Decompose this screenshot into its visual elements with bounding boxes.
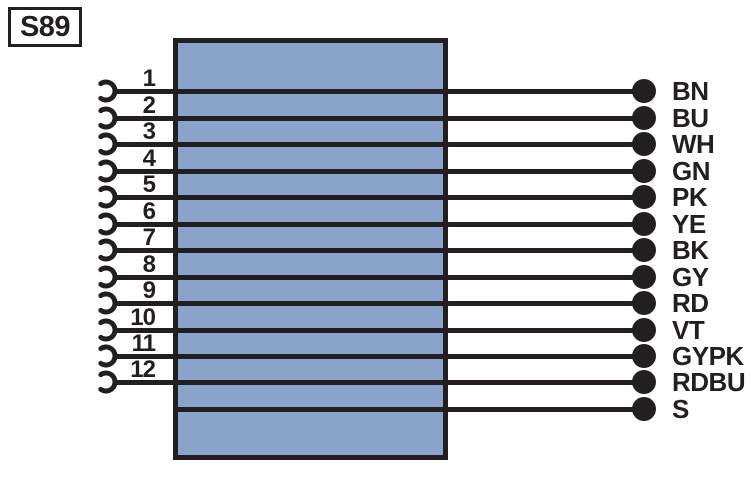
wire-row: 4 GN — [0, 147, 750, 186]
terminal-dot-icon — [632, 159, 656, 183]
wire-color-label: BN — [672, 76, 709, 106]
terminal-dot-icon — [632, 370, 656, 394]
terminal-dot-icon — [632, 291, 656, 315]
pin-number: 1 — [142, 65, 156, 92]
terminal-dot-icon — [632, 344, 656, 368]
wire-line — [115, 88, 644, 94]
wire-color-label: GYPK — [672, 341, 744, 371]
wire-row: 7 BK — [0, 226, 750, 265]
pin-number: 7 — [142, 224, 156, 251]
wire-row: 2 BU — [0, 94, 750, 133]
wire-line — [115, 379, 644, 385]
terminal-dot-icon — [632, 397, 656, 421]
wire-color-label: YE — [672, 209, 706, 239]
wire-color-label: RD — [672, 288, 709, 318]
wire-line — [115, 353, 644, 359]
wire-color-label: GY — [672, 262, 709, 292]
connector-id-badge: S89 — [8, 7, 82, 47]
pin-number: 2 — [142, 92, 156, 119]
pin-number: 12 — [130, 356, 156, 383]
wire-line — [115, 247, 644, 253]
terminal-dot-icon — [632, 106, 656, 130]
wire-line — [115, 221, 644, 227]
wire-line — [173, 406, 644, 412]
pin-number: 6 — [142, 198, 156, 225]
wire-color-label: BU — [672, 103, 709, 133]
wire-row: 10 VT — [0, 306, 750, 345]
wire-row: 1 BN — [0, 67, 750, 106]
wire-line — [115, 194, 644, 200]
wire-line — [115, 141, 644, 147]
wire-color-label: GN — [672, 156, 711, 186]
pin-number: 11 — [131, 330, 156, 357]
wire-line — [115, 115, 644, 121]
terminal-dot-icon — [632, 132, 656, 156]
wire-row: S — [0, 394, 750, 424]
wire-row: 11 GYPK — [0, 332, 750, 371]
wire-row: 9 RD — [0, 279, 750, 318]
terminal-dot-icon — [632, 238, 656, 262]
wire-line — [115, 274, 644, 280]
terminal-dot-icon — [632, 185, 656, 209]
wire-line — [115, 327, 644, 333]
wire-color-label: PK — [672, 182, 708, 212]
wire-row: 3 WH — [0, 120, 750, 159]
pin-number: 9 — [142, 277, 156, 304]
wire-color-label: BK — [672, 235, 709, 265]
terminal-dot-icon — [632, 212, 656, 236]
terminal-dot-icon — [632, 318, 656, 342]
wire-line — [115, 300, 644, 306]
pin-number: 8 — [142, 251, 156, 278]
pin-number: 10 — [130, 304, 156, 331]
wire-row: 12 RDBU — [0, 358, 750, 397]
wire-row: 5 PK — [0, 173, 750, 212]
terminal-dot-icon — [632, 265, 656, 289]
pin-number: 4 — [142, 145, 156, 172]
wire-color-label: S — [672, 394, 689, 424]
terminal-dot-icon — [632, 79, 656, 103]
wire-color-label: WH — [672, 129, 715, 159]
wire-color-label: VT — [672, 315, 705, 345]
wire-color-label: RDBU — [672, 367, 746, 397]
wire-line — [115, 168, 644, 174]
wire-row: 8 GY — [0, 253, 750, 292]
connector-id-label: S89 — [19, 10, 71, 43]
pin-number: 5 — [142, 171, 156, 198]
pin-number: 3 — [142, 118, 156, 145]
wire-row: 6 YE — [0, 200, 750, 239]
